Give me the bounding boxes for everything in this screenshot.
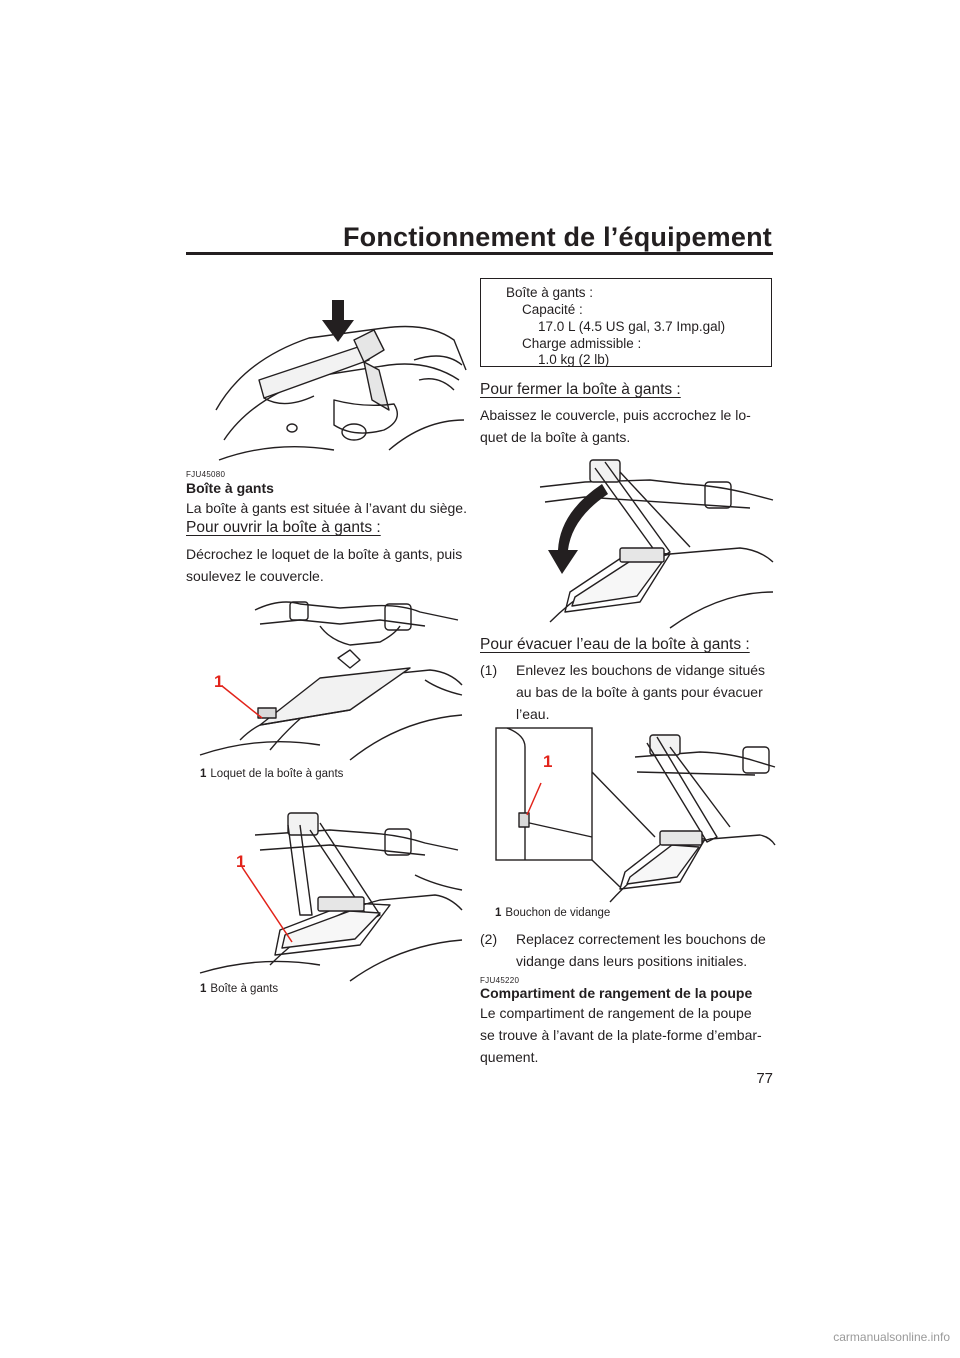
caption-text: Loquet de la boîte à gants xyxy=(210,768,344,780)
open-text-line-2: soulevez le couvercle. xyxy=(186,568,324,584)
section-title: Boîte à gants xyxy=(186,480,274,496)
figure-latch-callout: 1 xyxy=(214,672,224,691)
section-code: FJU45080 xyxy=(186,470,226,479)
caption-number: 1 xyxy=(495,907,502,919)
figure-open-callout: 1 xyxy=(236,852,246,871)
step2-number: (2) xyxy=(480,931,498,947)
step2-line-2: vidange dans leurs positions initiales. xyxy=(516,953,748,969)
step2-line-1: Replacez correctement les bouchons de xyxy=(516,931,766,947)
press-arrow-icon xyxy=(322,300,354,342)
step1-line-3: l’eau. xyxy=(516,706,550,722)
section2-title: Compartiment de rangement de la poupe xyxy=(480,985,753,1001)
intro-text: La boîte à gants est située à l’avant du… xyxy=(186,500,467,516)
header-rule xyxy=(186,252,773,255)
section2-code: FJU45220 xyxy=(480,976,520,985)
figure-glovebox-latch xyxy=(199,601,463,761)
figure-glovebox-open xyxy=(199,812,463,982)
figure-glovebox-closing xyxy=(539,459,774,629)
section2-text-line-3: quement. xyxy=(480,1049,539,1065)
page-header-title: Fonctionnement de l’équipement xyxy=(342,222,772,252)
section2-text-line-2: se trouve à l’avant de la plate-forme d’… xyxy=(480,1027,762,1043)
footer-watermark[interactable]: carmanualsonline.info xyxy=(833,1330,950,1344)
step1-line-2: au bas de la boîte à gants pour évacuer xyxy=(516,684,763,700)
drain-subheading: Pour évacuer l’eau de la boîte à gants : xyxy=(480,636,750,653)
spec-capacity-value: 17.0 L (4.5 US gal, 3.7 Imp.gal) xyxy=(538,319,726,334)
open-subheading: Pour ouvrir la boîte à gants : xyxy=(186,519,381,536)
spec-box: Boîte à gants : Capacité : 17.0 L (4.5 U… xyxy=(480,278,772,367)
caption-text: Bouchon de vidange xyxy=(505,907,611,919)
figure-drain-callout: 1 xyxy=(543,752,553,771)
spec-load-label: Charge admissible : xyxy=(522,336,642,351)
close-subheading: Pour fermer la boîte à gants : xyxy=(480,381,681,398)
open-text-line-1: Décrochez le loquet de la boîte à gants,… xyxy=(186,546,463,562)
close-text-line-2: quet de la boîte à gants. xyxy=(480,429,631,445)
spec-load-value: 1.0 kg (2 lb) xyxy=(538,352,610,367)
step1-line-1: Enlevez les bouchons de vidange situés xyxy=(516,662,766,678)
page-number: 77 xyxy=(756,1070,773,1087)
step1-number: (1) xyxy=(480,662,498,678)
spec-glovebox-label: Boîte à gants : xyxy=(506,285,594,300)
caption-number: 1 xyxy=(200,983,207,995)
section2-text-line-1: Le compartiment de rangement de la poupe xyxy=(480,1005,752,1021)
figure-drain-plug xyxy=(495,727,776,903)
close-arrow-icon xyxy=(548,484,608,574)
figure-glovebox-lid-opening xyxy=(215,300,467,461)
close-text-line-1: Abaissez le couvercle, puis accrochez le… xyxy=(480,407,751,423)
spec-capacity-label: Capacité : xyxy=(522,302,583,317)
caption-number: 1 xyxy=(200,768,207,780)
caption-text: Boîte à gants xyxy=(210,983,279,995)
